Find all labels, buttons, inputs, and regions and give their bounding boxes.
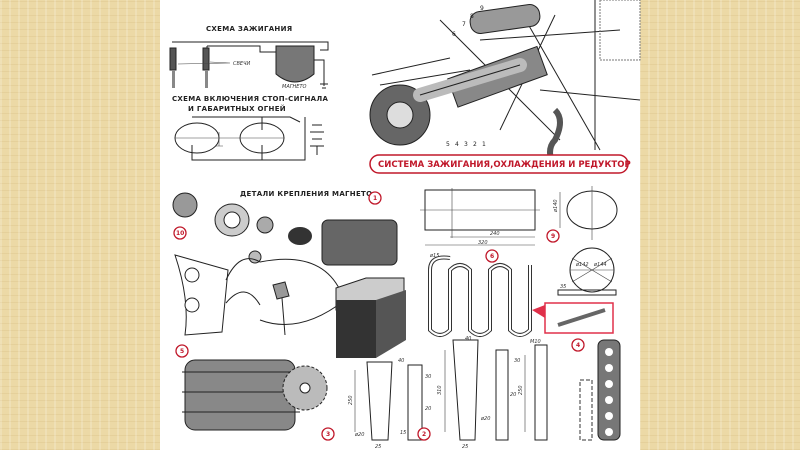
dim-20a: 20 bbox=[425, 406, 431, 412]
callout-7: 7 bbox=[462, 21, 466, 28]
tank-drawing: 240 320 ø140 bbox=[420, 186, 618, 246]
dim-40a: 40 bbox=[398, 358, 404, 364]
dim-m10: М10 bbox=[530, 339, 541, 345]
dim-15: 15 bbox=[400, 430, 406, 436]
dim-320: 320 bbox=[478, 240, 488, 246]
part-number-10: 10 bbox=[176, 230, 184, 237]
dim-30b: 30 bbox=[514, 358, 520, 364]
magneto-mount-parts: ДЕТАЛИ КРЕПЛЕНИЯ МАГНЕТО bbox=[172, 190, 398, 266]
dim-240: 240 bbox=[490, 231, 500, 237]
stoplight-scheme: СХЕМА ВКЛЮЧЕНИЯ СТОП-СИГНАЛА И ГАБАРИТНЫ… bbox=[172, 95, 328, 161]
part-number-4: 4 bbox=[576, 342, 580, 349]
dim-25a: 25 bbox=[375, 444, 381, 450]
part-number-1: 1 bbox=[373, 195, 377, 202]
magneto-icon bbox=[321, 219, 398, 266]
battery-icon bbox=[335, 277, 406, 358]
part-number-3: 3 bbox=[326, 431, 330, 438]
main-title: СИСТЕМА ЗАЖИГАНИЯ,ОХЛАЖДЕНИЯ И РЕДУКТОР bbox=[378, 160, 631, 170]
dim-40b: 40 bbox=[465, 336, 471, 342]
ignition-scheme-title: СХЕМА ЗАЖИГАНИЯ bbox=[206, 25, 292, 33]
callout-6: 6 bbox=[452, 31, 456, 38]
dim-310: 310 bbox=[437, 385, 443, 395]
callout-8: 8 bbox=[470, 13, 474, 20]
dim-30a: 30 bbox=[425, 374, 431, 380]
callout-5: 5 bbox=[446, 141, 450, 148]
stoplight-title-line2: И ГАБАРИТНЫХ ОГНЕЙ bbox=[188, 104, 286, 113]
ignition-scheme: СХЕМА ЗАЖИГАНИЯ СВЕЧИ МАГНЕТО bbox=[169, 25, 329, 90]
stoplight-title-line1: СХЕМА ВКЛЮЧЕНИЯ СТОП-СИГНАЛА bbox=[172, 95, 328, 103]
chain-icon bbox=[579, 339, 621, 441]
part-number-2: 2 bbox=[422, 431, 426, 438]
dim-d142: ø142 bbox=[575, 262, 589, 268]
part-number-9: 9 bbox=[551, 233, 555, 240]
reducer-drawing bbox=[182, 359, 328, 431]
callout-2: 2 bbox=[473, 141, 477, 148]
dim-25b: 25 bbox=[462, 444, 468, 450]
dim-d144: ø144 bbox=[593, 262, 607, 268]
magneto-icon bbox=[275, 45, 315, 83]
magneto-mount-title: ДЕТАЛИ КРЕПЛЕНИЯ МАГНЕТО bbox=[240, 190, 372, 198]
main-title-badge: СИСТЕМА ЗАЖИГАНИЯ,ОХЛАЖДЕНИЯ И РЕДУКТОР bbox=[369, 154, 631, 174]
cooling-coil-drawing: ø15 ø142 ø144 35 bbox=[428, 247, 617, 337]
spark-plug-icon bbox=[169, 47, 177, 88]
callout-9: 9 bbox=[480, 5, 484, 12]
dim-35: 35 bbox=[560, 284, 566, 290]
dim-d20a: ø20 bbox=[354, 432, 364, 438]
magneto-label: МАГНЕТО bbox=[282, 84, 306, 90]
dim-d20b: ø20 bbox=[480, 416, 490, 422]
spark-plug-icon bbox=[202, 47, 210, 88]
stoplight-wiring bbox=[174, 250, 406, 358]
dim-250a: 250 bbox=[348, 395, 354, 405]
dim-20b: 20 bbox=[510, 392, 516, 398]
callout-4: 4 bbox=[455, 141, 459, 148]
dim-d15: ø15 bbox=[429, 253, 439, 259]
callout-1: 1 bbox=[482, 141, 486, 148]
dim-250b: 250 bbox=[518, 385, 524, 395]
dim-d140: ø140 bbox=[553, 199, 559, 213]
part-number-6: 6 bbox=[490, 253, 494, 260]
bracket-drawings: 40 40 250 310 250 25 25 20 20 30 30 15 М… bbox=[348, 336, 621, 450]
vehicle-assembly-drawing: 9 8 7 6 5 4 3 2 1 bbox=[369, 0, 641, 172]
part-number-markers: 1 10 9 6 5 4 3 2 bbox=[173, 191, 585, 441]
callout-3: 3 bbox=[464, 141, 468, 148]
part-number-5: 5 bbox=[180, 348, 184, 355]
spark-plugs-label: СВЕЧИ bbox=[233, 61, 251, 67]
